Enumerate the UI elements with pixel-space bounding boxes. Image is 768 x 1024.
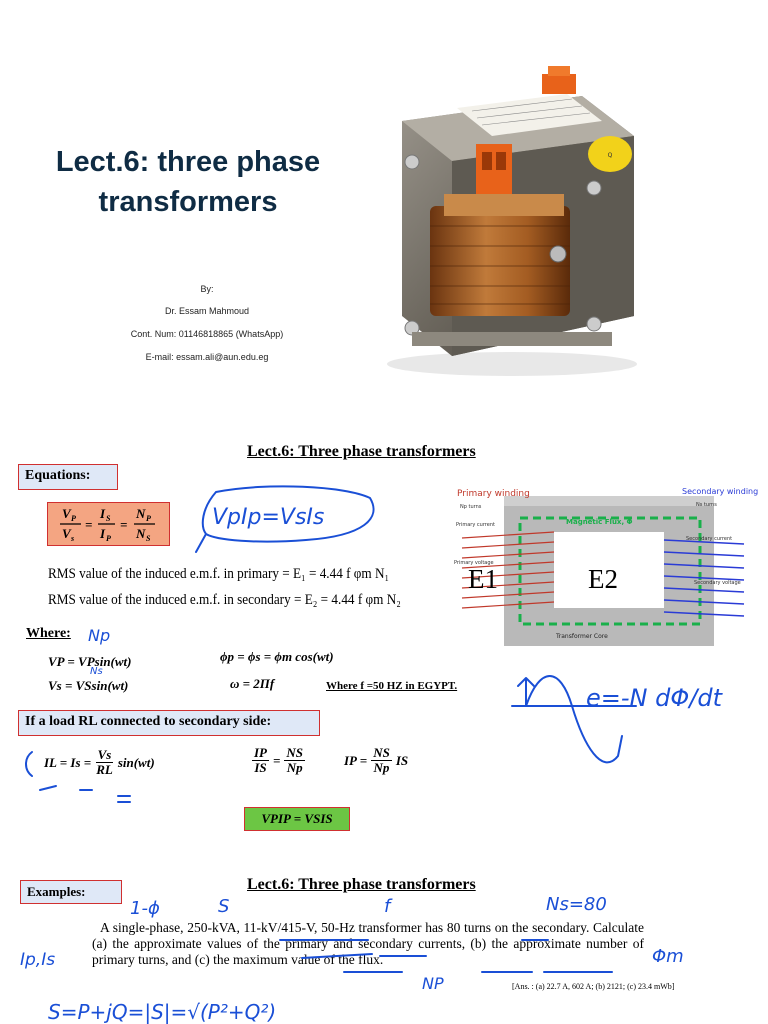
email-address: E-mail: essam.ali@aun.edu.eg xyxy=(145,352,269,362)
title-line-2: transformers xyxy=(98,186,278,218)
primary-current-equation: IP = NS Np IS xyxy=(344,746,408,775)
svg-text:V: V xyxy=(62,506,72,521)
load-current-equation: IL = Is = Vs RL sin(wt) xyxy=(44,748,155,777)
frequency-note: Where f =50 HZ in EGYPT. xyxy=(326,680,458,692)
equations-label: Equations: xyxy=(18,464,118,490)
core-label: Transformer Core xyxy=(555,633,608,640)
svg-text:P: P xyxy=(106,534,111,543)
rms-primary-eq: RMS value of the induced e.m.f. in prima… xyxy=(48,566,390,582)
vp-equation: VP = VPsin(wt) xyxy=(48,654,132,669)
flux-equation: ϕp = ϕs = ϕm cos(wt) xyxy=(220,649,334,664)
by-label: By: xyxy=(200,284,214,294)
magnetic-flux-label: Magnetic Flux, Φ xyxy=(566,518,633,526)
handwritten-vpip: VpIp=VsIs xyxy=(212,505,324,530)
handwritten-ip-is: Ip,Is xyxy=(20,950,56,970)
vs-equation: Vs = VSsin(wt) xyxy=(48,678,129,693)
svg-text:P: P xyxy=(71,514,76,523)
handwritten-ns80: Ns=80 xyxy=(546,894,607,915)
np-denominator: Np xyxy=(286,760,303,775)
where-label: Where: xyxy=(26,626,71,641)
slide-title: Lect.6: three phase transformers xyxy=(38,142,338,222)
e2-label: E2 xyxy=(588,564,618,594)
vs-over-rl: Vs RL xyxy=(94,748,115,777)
secondary-winding-label: Secondary winding xyxy=(682,487,758,496)
svg-text:N: N xyxy=(135,526,146,541)
svg-text:I: I xyxy=(99,506,106,521)
handwritten-underlines xyxy=(279,939,613,973)
handwritten-f: f xyxy=(384,896,391,917)
secondary-coil xyxy=(663,539,745,617)
primary-coil xyxy=(461,531,555,609)
secondary-current-label: Secondary current xyxy=(686,536,732,542)
il-eq-left: IL = Is = xyxy=(44,754,92,770)
svg-text:s: s xyxy=(70,534,74,543)
vs-numerator: Vs xyxy=(95,747,114,763)
core-window xyxy=(554,532,664,608)
secondary-turns-label: Ns turns xyxy=(696,502,717,508)
handwritten-np: Np xyxy=(88,626,111,645)
handwritten-single-phase: 1-ϕ xyxy=(130,898,160,919)
primary-winding-label: Primary winding xyxy=(457,489,530,499)
primary-turns-label: Np turns xyxy=(460,504,482,510)
handwritten-ns: Ns xyxy=(90,666,103,677)
transformer-diagram: Primary winding Np turns Secondary windi… xyxy=(454,487,758,646)
ns-over-np: NS Np xyxy=(284,745,306,775)
slide-2-heading: Lect.6: Three phase transformers xyxy=(247,443,476,460)
ip-eq-right: IS xyxy=(395,752,409,768)
il-eq-right: sin(wt) xyxy=(117,754,155,770)
e1-label: E1 xyxy=(468,564,498,594)
transformer-photo: Q xyxy=(387,66,637,376)
ns-numerator-2: NS xyxy=(371,745,392,761)
rms-secondary-eq: RMS value of the induced e.m.f. in secon… xyxy=(48,592,401,608)
svg-text:S: S xyxy=(106,514,111,523)
author-name: Dr. Essam Mahmoud xyxy=(164,306,250,316)
slide-2: Lect.6: Three phase transformers Equatio… xyxy=(0,430,768,850)
handwritten-np-2: NP xyxy=(422,974,444,993)
example-answer: [Ans. : (a) 22.7 A, 602 A; (b) 2121; (c)… xyxy=(512,982,675,991)
slide-3-heading: Lect.6: Three phase transformers xyxy=(247,876,476,893)
title-line-1: Lect.6: three phase xyxy=(55,146,321,178)
ns-numerator: NS xyxy=(284,745,306,761)
np-denominator-2: Np xyxy=(373,760,390,775)
ip-numerator: IP xyxy=(252,745,269,761)
ip-over-is: IP IS xyxy=(252,746,269,775)
ns-over-np-2: NS Np xyxy=(371,746,392,775)
handwritten-marks-il xyxy=(25,751,131,803)
example-problem: A single-phase, 250-kVA, 11-kV/415-V, 50… xyxy=(92,920,644,967)
rl-denominator: RL xyxy=(96,762,113,777)
handwritten-emf: e=-N dΦ/dt xyxy=(586,684,724,712)
svg-text:V: V xyxy=(62,526,72,541)
svg-text:I: I xyxy=(99,526,106,541)
handwritten-sine-emf: e=-N dΦ/dt xyxy=(511,675,724,764)
secondary-voltage-label: Secondary voltage xyxy=(694,580,741,586)
primary-current-label: Primary current xyxy=(456,522,495,528)
svg-text:Q: Q xyxy=(608,152,613,159)
load-label: If a load RL connected to secondary side… xyxy=(18,710,320,736)
handwritten-s: S xyxy=(218,896,230,917)
omega-equation: ω = 2Πf xyxy=(230,676,275,691)
slide-3: Lect.6: Three phase transformers Example… xyxy=(0,860,768,1024)
ip-eq-left: IP = xyxy=(344,752,368,768)
power-equation-box: VPIP = VSIS xyxy=(244,807,350,831)
svg-text:=: = xyxy=(85,517,92,532)
examples-label: Examples: xyxy=(20,880,122,904)
svg-text:=: = xyxy=(120,517,127,532)
svg-text:P: P xyxy=(146,514,151,523)
is-denominator: IS xyxy=(254,760,267,775)
current-ratio-equation: IP IS = NS Np xyxy=(252,745,306,775)
handwritten-power-note: VpIp=VsIs xyxy=(195,485,375,553)
contact-number: Cont. Num: 01146818865 (WhatsApp) xyxy=(130,329,284,339)
handwritten-power-formula: S=P+jQ=|S|=√(P²+Q²) xyxy=(48,1000,277,1024)
handwritten-phi-m: Φm xyxy=(652,946,684,967)
primary-voltage-label: Primary voltage xyxy=(454,560,494,566)
slide-1: Lect.6: three phase transformers By: Dr.… xyxy=(0,0,768,400)
svg-text:S: S xyxy=(146,534,151,543)
svg-text:N: N xyxy=(135,506,146,521)
